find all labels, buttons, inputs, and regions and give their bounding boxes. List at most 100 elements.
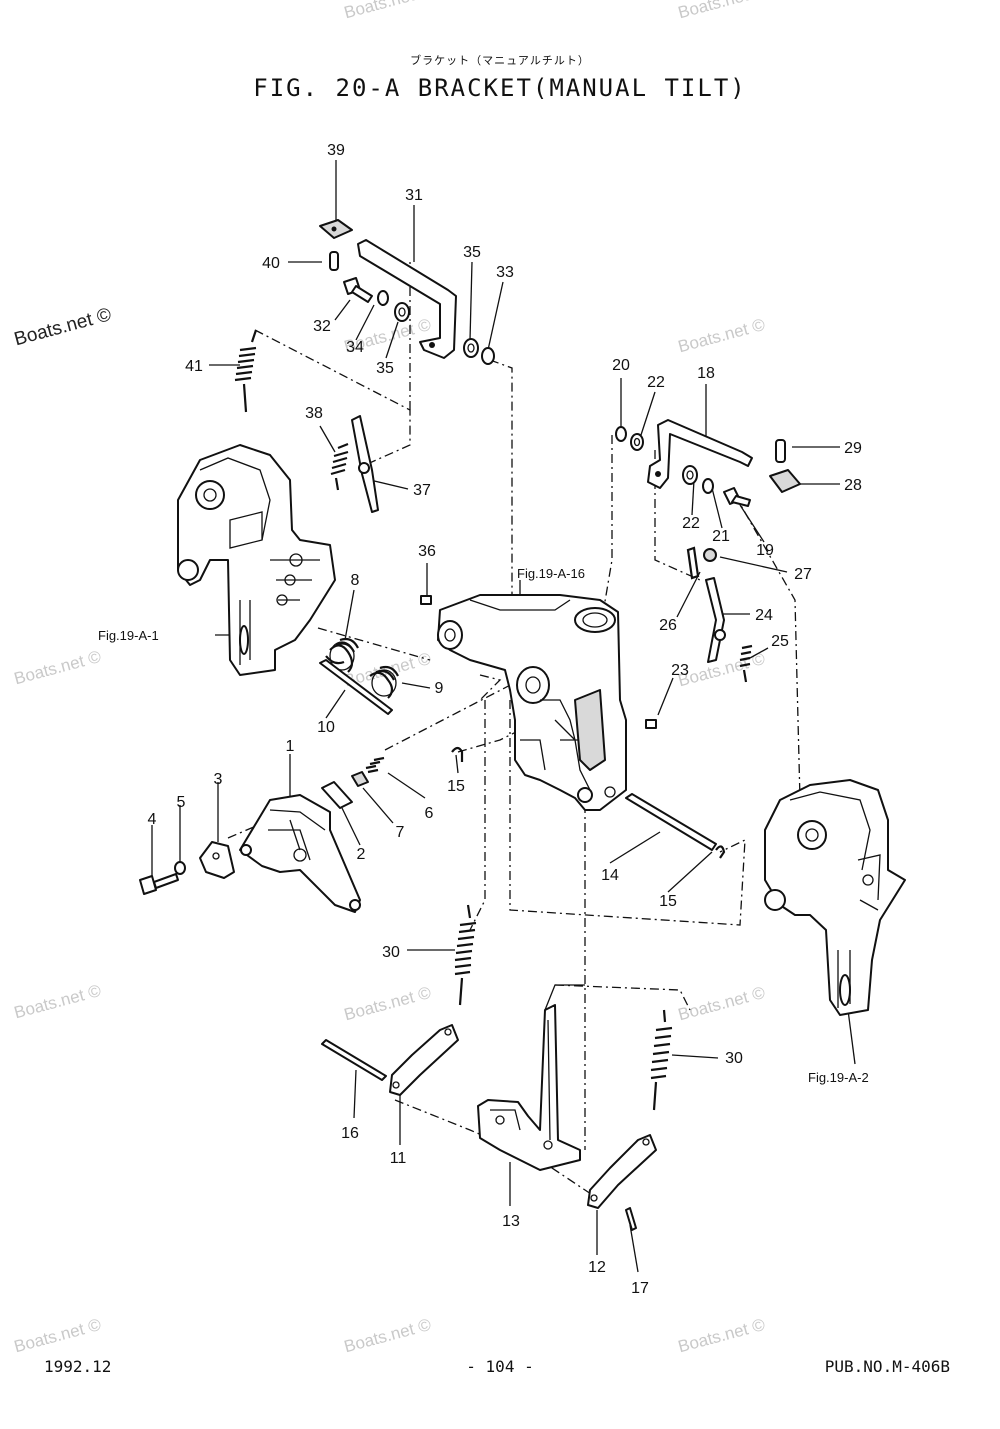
callout-26: 26 [659, 617, 677, 634]
part-1-bracket [239, 794, 361, 913]
part-4-bolt [139, 873, 179, 895]
callout-4: 4 [148, 811, 157, 828]
callout-15: 15 [447, 778, 465, 795]
part-14-rod [625, 793, 717, 851]
callout-15: 15 [659, 893, 677, 910]
part-3-plate [199, 841, 235, 879]
callout-28: 28 [844, 477, 862, 494]
part-6-spring [365, 756, 385, 774]
callout-38: 38 [305, 405, 323, 422]
callout-5: 5 [177, 794, 186, 811]
part-23-pin [645, 719, 657, 729]
part-17-pin [625, 1207, 637, 1231]
callout-17: 17 [631, 1280, 649, 1297]
part-7-cap [351, 771, 369, 787]
callout-35: 35 [376, 360, 394, 377]
figure-title: FIG. 20-A BRACKET(MANUAL TILT) [253, 74, 747, 102]
footer-date: 1992.12 [44, 1357, 112, 1376]
part-36-pin [420, 595, 432, 605]
callout-27: 27 [794, 566, 812, 583]
callout-1: 1 [286, 738, 295, 755]
callout-37: 37 [413, 482, 431, 499]
part-38-spring [330, 442, 349, 491]
part-5-washer [174, 861, 186, 875]
part-15-clip [451, 746, 726, 859]
callout-10: 10 [317, 719, 335, 736]
center-swivel-bracket [437, 594, 627, 811]
part-9-spring [369, 665, 399, 699]
callout-7: 7 [396, 824, 405, 841]
callout-16: 16 [341, 1125, 359, 1142]
part-32-bolt [343, 277, 373, 303]
part-18-arm [647, 419, 753, 489]
callout-20: 20 [612, 357, 630, 374]
part-31-lever-arm [357, 239, 457, 359]
callout-32: 32 [313, 318, 331, 335]
callout-40: 40 [262, 255, 280, 272]
callout-21: 21 [712, 528, 730, 545]
callout-14: 14 [601, 867, 619, 884]
callout-36: 36 [418, 543, 436, 560]
callout-numbers: 39 31 40 35 33 32 34 35 41 38 37 20 22 1… [98, 142, 869, 1297]
callout-12: 12 [588, 1259, 606, 1276]
part-30-spring [454, 904, 673, 1111]
callout-19: 19 [756, 542, 774, 559]
part-21-washer [702, 478, 714, 494]
callout-9: 9 [435, 680, 444, 697]
callout-31: 31 [405, 187, 423, 204]
part-28-plate [769, 469, 801, 493]
callout-30: 30 [725, 1050, 743, 1067]
part-22-washer [630, 433, 698, 485]
part-34-washer [377, 290, 389, 306]
part-11-lever [389, 1024, 459, 1096]
part-41-spring [234, 329, 258, 413]
callout-6: 6 [425, 805, 434, 822]
footer-publication-number: PUB.NO.M-406B [824, 1357, 950, 1376]
callout-22: 22 [682, 515, 700, 532]
callout-39: 39 [327, 142, 345, 159]
callout-18: 18 [697, 365, 715, 382]
part-27-nut [703, 548, 717, 562]
right-clamp-bracket [764, 779, 906, 1016]
reference-fig-19-a-2: Fig.19-A-2 [808, 1070, 869, 1085]
part-29-pin [775, 439, 786, 463]
part-20-washer [615, 426, 627, 442]
part-40-pin [329, 251, 339, 271]
callout-30: 30 [382, 944, 400, 961]
callout-41: 41 [185, 358, 203, 375]
part-10-rod [319, 659, 393, 715]
leader-lines [151, 160, 856, 1273]
part-8-spring [325, 637, 359, 673]
callout-23: 23 [671, 662, 689, 679]
part-35-washer [394, 302, 479, 358]
callout-8: 8 [351, 572, 360, 589]
left-clamp-bracket [177, 444, 336, 676]
callout-22: 22 [647, 374, 665, 391]
callout-33: 33 [496, 264, 514, 281]
japanese-title: ブラケット（マニュアルチルト） [410, 54, 590, 67]
footer-page-number: - 104 - [466, 1357, 534, 1376]
part-13-link [477, 984, 585, 1171]
callout-34: 34 [346, 339, 364, 356]
callout-11: 11 [390, 1150, 407, 1167]
part-16-pin [321, 1039, 387, 1081]
part-19-bolt [723, 487, 751, 507]
callout-29: 29 [844, 440, 862, 457]
part-12-lever [587, 1134, 657, 1209]
part-25-spring [739, 644, 753, 683]
part-24-lever [705, 577, 726, 663]
reference-fig-19-a-1: Fig.19-A-1 [98, 628, 159, 643]
part-26-spring [686, 546, 700, 580]
callout-24: 24 [755, 607, 773, 624]
part-37-lever [351, 415, 379, 513]
callout-3: 3 [214, 771, 223, 788]
callout-35: 35 [463, 244, 481, 261]
part-2-pin [321, 781, 353, 809]
part-39-plate [319, 219, 353, 239]
callout-25: 25 [771, 633, 789, 650]
callout-2: 2 [357, 846, 366, 863]
reference-fig-19-a-16: Fig.19-A-16 [517, 566, 585, 581]
part-33-washer [481, 347, 495, 365]
